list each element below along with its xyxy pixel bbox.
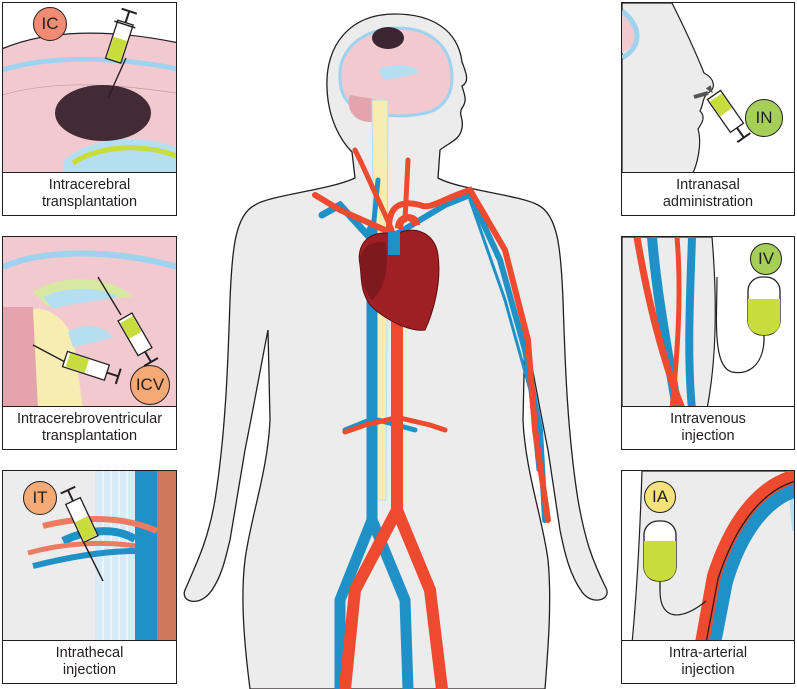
badge-icv: ICV xyxy=(130,365,170,405)
human-body-figure xyxy=(183,13,608,689)
caption-iv-line2: injection xyxy=(681,428,735,444)
ventricle xyxy=(378,64,420,80)
caption-ia: Intra-arterial injection xyxy=(622,640,794,683)
panel-intra-arterial: IA Intra-arterial injection xyxy=(621,470,795,684)
ia-illustration xyxy=(631,471,794,643)
caption-iv-line1: Intravenous xyxy=(670,411,746,427)
syringe-icon xyxy=(104,7,138,64)
panel-intranasal: IN Intranasal administration xyxy=(621,2,795,216)
caption-it-line2: injection xyxy=(62,662,117,678)
caption-ic-line1: Intracerebral xyxy=(48,177,131,193)
brain-lesion xyxy=(372,27,404,49)
lesion xyxy=(55,85,151,141)
caption-ic: Intracerebral transplantation xyxy=(3,172,176,215)
caption-ia-line1: Intra-arterial xyxy=(668,645,748,661)
syringe-icon xyxy=(60,485,99,544)
syringe-icon xyxy=(117,312,159,367)
badge-ia: IA xyxy=(644,481,676,513)
badge-ic: IC xyxy=(33,7,67,41)
panel-intracerebral: IC Intracerebral transplantation xyxy=(2,2,177,216)
caption-it: Intrathecal injection xyxy=(3,640,176,683)
caption-in-line2: administration xyxy=(662,194,754,210)
ic-illustration xyxy=(3,7,176,175)
iv-illustration xyxy=(622,237,781,409)
badge-iv: IV xyxy=(750,243,782,275)
caption-in-line1: Intranasal xyxy=(676,177,740,193)
panel-intravenous: IV Intravenous injection xyxy=(621,236,795,450)
syringe-icon xyxy=(705,85,751,144)
badge-in: IN xyxy=(745,99,783,137)
iv-bag-icon xyxy=(643,520,677,591)
icv-illustration xyxy=(3,237,176,409)
panel-intracerebroventricular: ICV Intracerebroventricular transplantat… xyxy=(2,236,177,450)
badge-it: IT xyxy=(23,481,57,515)
in-illustration xyxy=(622,3,751,175)
caption-icv: Intracerebroventricular transplantation xyxy=(3,406,176,449)
caption-icv-line2: transplantation xyxy=(41,428,138,444)
caption-icv-line1: Intracerebroventricular xyxy=(16,411,163,427)
caption-ic-line2: transplantation xyxy=(41,194,138,210)
arteries xyxy=(312,147,551,689)
iv-bag-icon xyxy=(747,276,781,343)
syringe-icon xyxy=(61,350,122,385)
caption-it-line1: Intrathecal xyxy=(55,645,124,661)
caption-in: Intranasal administration xyxy=(622,172,794,215)
caption-ia-line2: injection xyxy=(681,662,735,678)
panel-intrathecal: IT Intrathecal injection xyxy=(2,470,177,684)
caption-iv: Intravenous injection xyxy=(622,406,794,449)
